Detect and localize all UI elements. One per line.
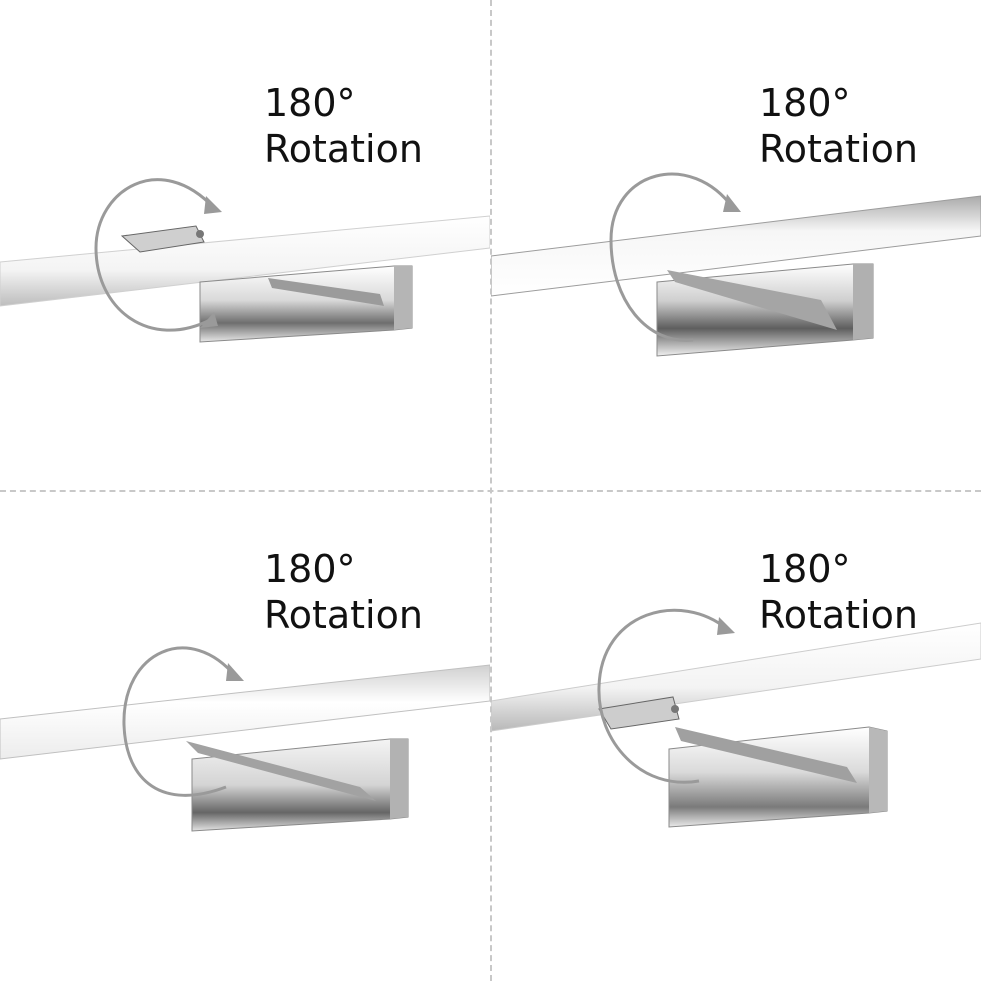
rotation-panel-2: 180° Rotation xyxy=(491,0,981,490)
rotation-label: Rotation xyxy=(264,593,423,637)
clip xyxy=(120,225,205,253)
arm xyxy=(186,741,376,801)
rotation-arrow-icon xyxy=(122,646,238,797)
arm xyxy=(268,278,384,306)
arm xyxy=(675,727,857,783)
rotation-panel-3: 180° Rotation xyxy=(0,491,490,981)
rotation-caption: 180° Rotation xyxy=(759,80,918,172)
rotation-label: Rotation xyxy=(264,127,423,171)
rotation-panel-4: 180° Rotation xyxy=(491,491,981,981)
rotation-label: Rotation xyxy=(759,127,918,171)
lamp-illustration xyxy=(0,178,490,343)
lamp-illustration xyxy=(0,646,490,832)
clip xyxy=(598,696,680,730)
light-bar xyxy=(0,664,490,760)
lamp-illustration xyxy=(491,608,981,828)
light-bar xyxy=(0,215,490,307)
angle-text: 180° xyxy=(264,547,356,591)
arm xyxy=(667,270,837,330)
rotation-caption: 180° Rotation xyxy=(759,546,918,638)
rotation-caption: 180° Rotation xyxy=(264,546,423,638)
rotation-panel-1: 180° Rotation xyxy=(0,0,490,490)
angle-text: 180° xyxy=(759,81,851,125)
lamp-illustration xyxy=(491,172,981,357)
rotation-arrow-icon xyxy=(597,608,728,784)
angle-text: 180° xyxy=(264,81,356,125)
rotation-arrow-icon xyxy=(94,178,216,332)
angle-text: 180° xyxy=(759,547,851,591)
rotation-caption: 180° Rotation xyxy=(264,80,423,172)
horizontal-divider xyxy=(0,490,981,492)
rotation-arrow-icon xyxy=(609,172,735,342)
light-bar xyxy=(491,622,981,732)
rotation-label: Rotation xyxy=(759,593,918,637)
